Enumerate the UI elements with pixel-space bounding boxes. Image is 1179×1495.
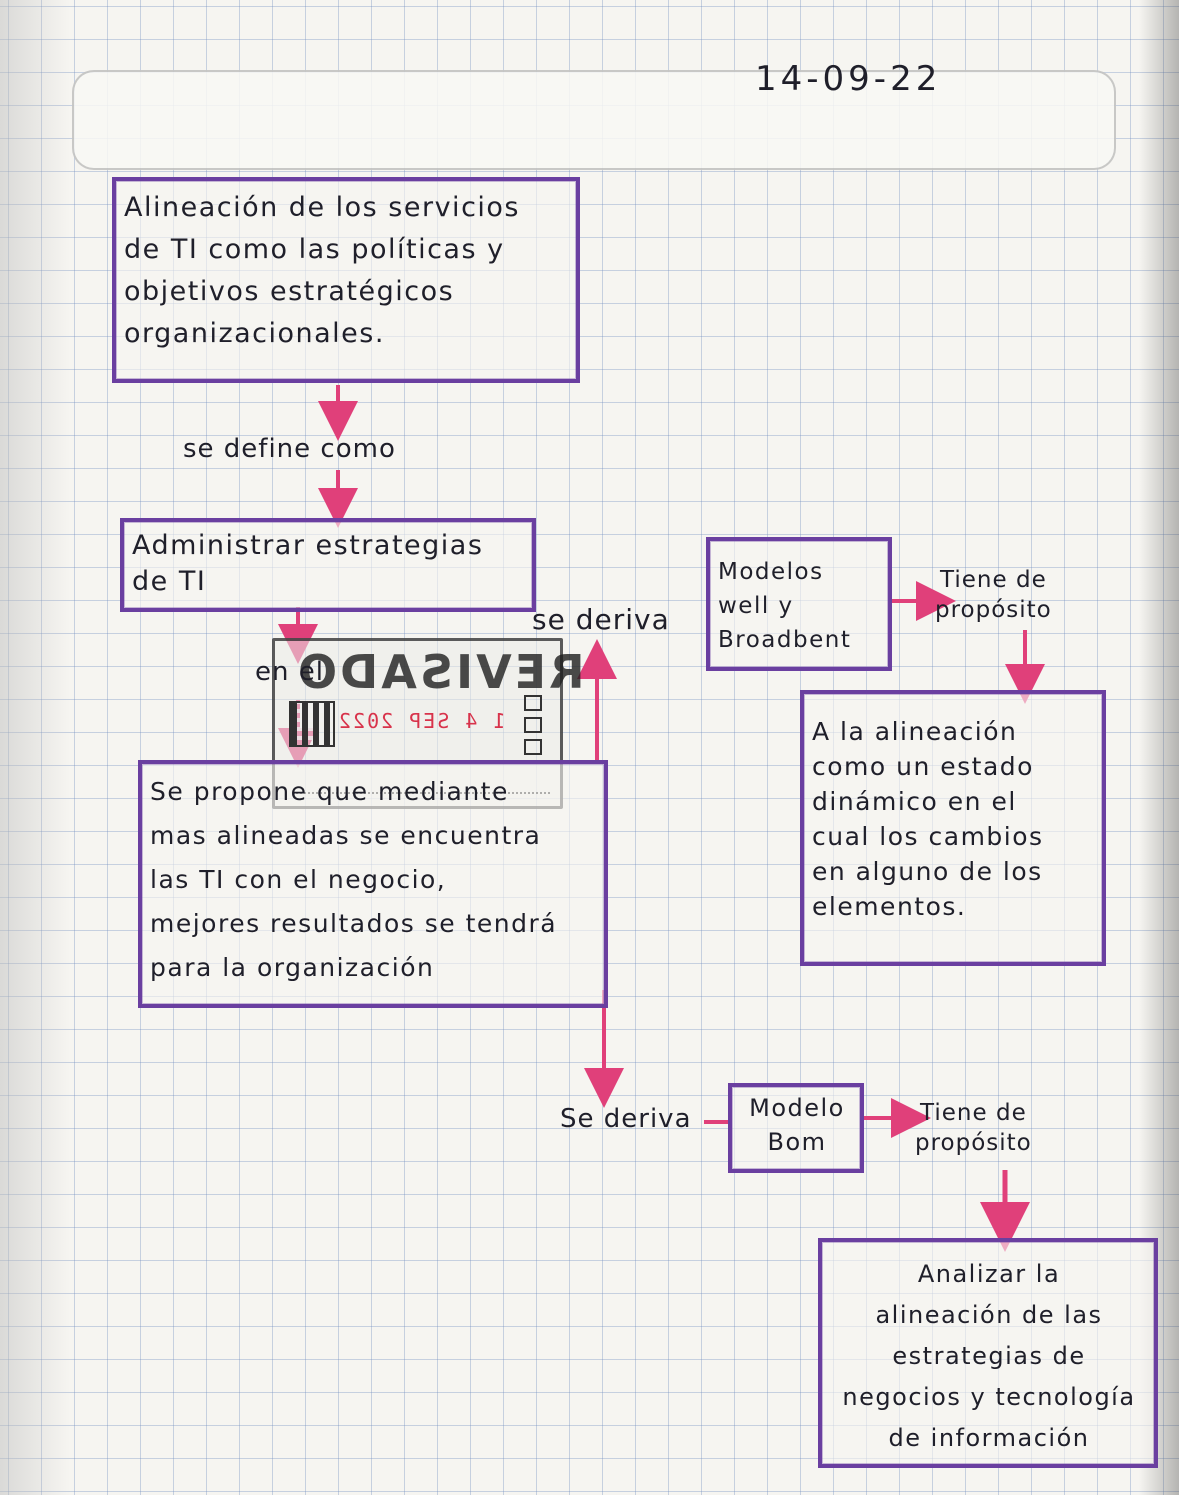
node-modelo-bom-text: Modelo Bom (749, 1094, 845, 1156)
node-alineacion-estado-text: A la alineación como un estado dinámico … (812, 717, 1044, 921)
node-alineacion-text: Alineación de los servicios de TI como l… (124, 192, 520, 349)
edge-label-se-define: se define como (183, 434, 396, 464)
node-modelos-well-text: Modelos well y Broadbent (718, 559, 852, 653)
node-alineacion-estado-dinamico: A la alineación como un estado dinámico … (800, 690, 1106, 966)
edge-label-en-el: en el (255, 657, 324, 687)
edge-label-se-deriva-top: se deriva (532, 603, 670, 636)
node-analizar-text: Analizar la alineación de las estrategia… (842, 1260, 1136, 1452)
stamp-date: 1 4 SEP 2022 (337, 709, 506, 733)
node-modelos-well-broadbent: Modelos well y Broadbent (706, 537, 892, 671)
stamp-qr-code (289, 701, 335, 747)
node-administrar-estrategias: Administrar estrategias de TI (120, 518, 536, 612)
node-administrar-text: Administrar estrategias de TI (132, 530, 484, 597)
node-modelo-bom: Modelo Bom (728, 1083, 864, 1173)
node-se-propone-text: Se propone que mediante mas alineadas se… (150, 777, 558, 982)
node-se-propone: Se propone que mediante mas alineadas se… (138, 760, 608, 1008)
node-analizar-alineacion: Analizar la alineación de las estrategia… (818, 1238, 1158, 1468)
node-alineacion-servicios: Alineación de los servicios de TI como l… (112, 177, 580, 383)
stamp-checkboxes (524, 695, 544, 761)
page-header-frame (72, 70, 1116, 170)
page-date: 14-09-22 (755, 59, 942, 99)
page-left-shadow (0, 0, 70, 1495)
edge-label-tiene-proposito-bottom: Tiene de propósito (915, 1100, 1032, 1156)
edge-label-se-deriva-bottom: Se deriva (560, 1104, 692, 1134)
edge-label-tiene-proposito-top: Tiene de propósito (935, 567, 1052, 623)
stamp-word: REVISADO (295, 645, 585, 699)
